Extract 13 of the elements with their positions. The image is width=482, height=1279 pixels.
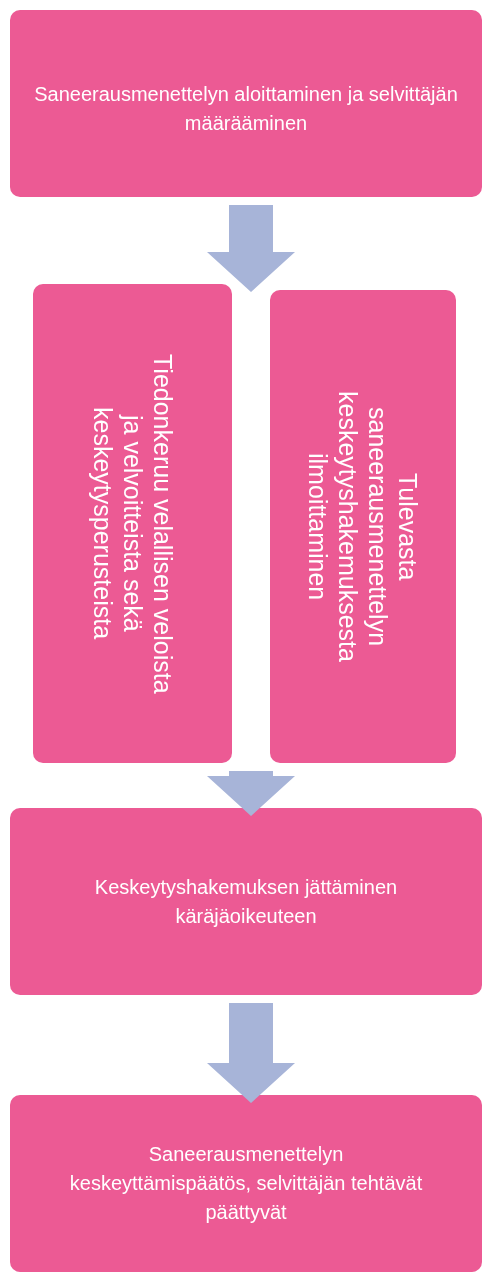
process-box [10, 808, 482, 995]
process-box [33, 284, 232, 763]
process-box [10, 1095, 482, 1272]
box-text: Saneerausmenettelyn keskeyttämispäätös, selvittäjän tehtävät päättyvät [68, 1142, 424, 1225]
block-arrow [207, 771, 295, 816]
block-arrow [207, 1003, 295, 1103]
box-text: Saneerausmenettelyn aloittaminen ja selvittäjän määrääminen [33, 82, 459, 136]
process-box [270, 290, 456, 763]
box-text: Tulevasta saneerausmenettelyn keskeytyshakemuksesta ilmoittaminen [303, 390, 423, 664]
box-text: Tiedonkeruu velallisen veloista ja velvoitteista sekä keskeytysperusteista [87, 353, 178, 694]
box-text: Keskeytyshakemuksen jättäminen käräjäoikeuteen [93, 874, 399, 929]
process-box [10, 10, 482, 197]
block-arrow [207, 205, 295, 292]
